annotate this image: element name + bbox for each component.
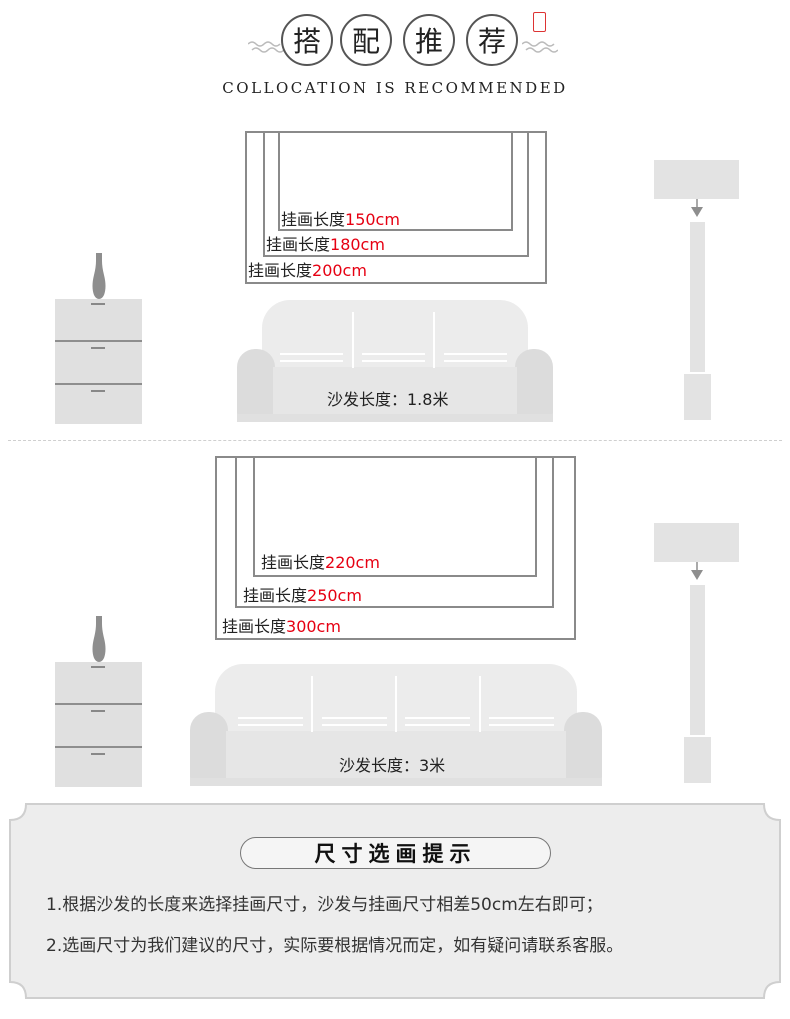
- tips-title: 尺寸选画提示: [240, 837, 551, 869]
- frame-label-220: 挂画长度220cm: [261, 553, 380, 572]
- frame-label-200: 挂画长度200cm: [248, 261, 367, 280]
- title-char-1: 搭: [281, 14, 333, 66]
- sofa-length-label-1: 沙发长度：1.8米: [327, 390, 449, 409]
- frame-250cm: [235, 456, 554, 608]
- frame-200cm: [245, 131, 547, 284]
- frame-180cm: [263, 131, 529, 257]
- wave-ornament-left: [248, 41, 284, 53]
- tip-line-2: 2.选画尺寸为我们建议的尺寸，实际要根据情况而定，如有疑问请联系客服。: [46, 936, 624, 956]
- frame-220cm: [253, 456, 537, 577]
- tip-line-1: 1.根据沙发的长度来选择挂画尺寸，沙发与挂画尺寸相差50cm左右即可；: [46, 895, 603, 915]
- section-divider: [8, 440, 782, 441]
- page-subtitle: COLLOCATION IS RECOMMENDED: [222, 79, 568, 97]
- red-seal-stamp: [533, 12, 546, 32]
- sofa-length-label-2: 沙发长度：3米: [339, 756, 446, 775]
- frame-300cm: [215, 456, 576, 640]
- frame-150cm: [278, 131, 513, 231]
- wave-ornament-right: [522, 41, 558, 53]
- tips-border-frame: [9, 803, 781, 999]
- side-cabinet: [55, 662, 142, 787]
- frame-label-300: 挂画长度300cm: [222, 617, 341, 636]
- title-char-2: 配: [340, 14, 392, 66]
- vase-icon: [92, 616, 106, 662]
- frame-label-180: 挂画长度180cm: [266, 235, 385, 254]
- vase-icon: [92, 253, 106, 299]
- title-char-3: 推: [403, 14, 455, 66]
- frame-label-150: 挂画长度150cm: [281, 210, 400, 229]
- side-cabinet: [55, 299, 142, 424]
- title-char-4: 荐: [466, 14, 518, 66]
- frame-label-250: 挂画长度250cm: [243, 586, 362, 605]
